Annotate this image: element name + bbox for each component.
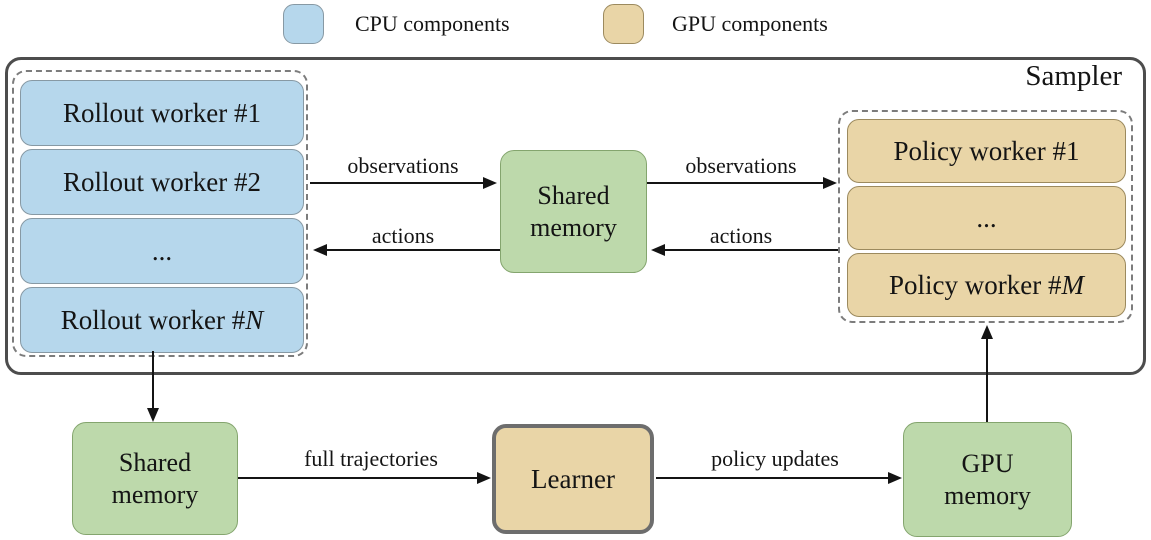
learner-label: Learner: [531, 463, 615, 494]
shared-memory-top-label: Shared memory: [530, 180, 617, 242]
legend-gpu-label: GPU components: [672, 11, 828, 36]
worker-label-prefix: Rollout worker #: [63, 166, 248, 197]
worker-label-prefix: Policy worker #: [893, 135, 1066, 166]
rollout-worker-box: Rollout worker #N: [20, 287, 304, 353]
worker-label-var: 2: [247, 166, 261, 197]
shared-memory-bottom-label: Shared memory: [111, 447, 199, 509]
worker-label-prefix: Rollout worker #: [63, 97, 248, 128]
gpu-memory-box: GPU memory: [903, 422, 1072, 537]
arrow-label-actions-right: actions: [706, 223, 776, 249]
worker-label: Rollout worker #1: [63, 97, 261, 130]
arrow-rollout-to-shared-memory: [147, 351, 159, 422]
policy-workers-group: Policy worker #1 ... Policy worker #M: [838, 110, 1133, 323]
arrow-actions-left: [313, 244, 500, 256]
worker-label: ...: [152, 235, 172, 268]
legend-cpu-label: CPU components: [355, 11, 510, 36]
legend-cpu-swatch: [283, 4, 324, 44]
arrow-label-actions-left: actions: [368, 223, 438, 249]
policy-worker-box: Policy worker #1: [847, 119, 1126, 183]
worker-label-prefix: ...: [151, 235, 173, 266]
arrow-observations-right: [647, 177, 837, 189]
arrow-gpu-memory-to-policy-workers: [981, 325, 993, 422]
worker-label: Rollout worker #2: [63, 166, 261, 199]
sampler-title: Sampler: [1025, 60, 1122, 92]
arrow-label-observations-right: observations: [682, 153, 800, 179]
shared-memory-box-bottom: Shared memory: [72, 422, 238, 535]
rollout-worker-box: Rollout worker #1: [20, 80, 304, 146]
legend-gpu-swatch: [603, 4, 644, 44]
worker-label-prefix: ...: [976, 202, 997, 233]
arrow-actions-right: [651, 244, 838, 256]
arrow-label-policy-updates: policy updates: [708, 446, 842, 472]
arrow-policy-updates: [656, 472, 902, 484]
worker-label: Policy worker #M: [889, 269, 1084, 302]
arrow-label-full-trajectories: full trajectories: [301, 446, 441, 472]
worker-label: Rollout worker #N: [61, 304, 264, 337]
arrow-full-trajectories: [238, 472, 491, 484]
worker-label-var: 1: [1065, 135, 1080, 166]
policy-worker-box: ...: [847, 186, 1126, 250]
worker-label-var: M: [1061, 269, 1084, 300]
rollout-worker-box: ...: [20, 218, 304, 284]
shared-memory-box-top: Shared memory: [500, 150, 647, 273]
policy-worker-box: Policy worker #M: [847, 253, 1126, 317]
rollout-workers-group: Rollout worker #1 Rollout worker #2 ... …: [12, 70, 308, 357]
worker-label-prefix: Rollout worker #: [60, 304, 246, 335]
worker-label-var: 1: [247, 97, 261, 128]
worker-label-var: N: [245, 304, 264, 335]
worker-label: Policy worker #1: [894, 135, 1080, 168]
arrow-observations-left: [310, 177, 497, 189]
arrow-label-observations-left: observations: [344, 153, 462, 179]
learner-box: Learner: [492, 424, 654, 534]
worker-label: ...: [976, 202, 996, 235]
gpu-memory-label: GPU memory: [944, 448, 1031, 510]
rollout-worker-box: Rollout worker #2: [20, 149, 304, 215]
worker-label-prefix: Policy worker #: [889, 269, 1062, 300]
